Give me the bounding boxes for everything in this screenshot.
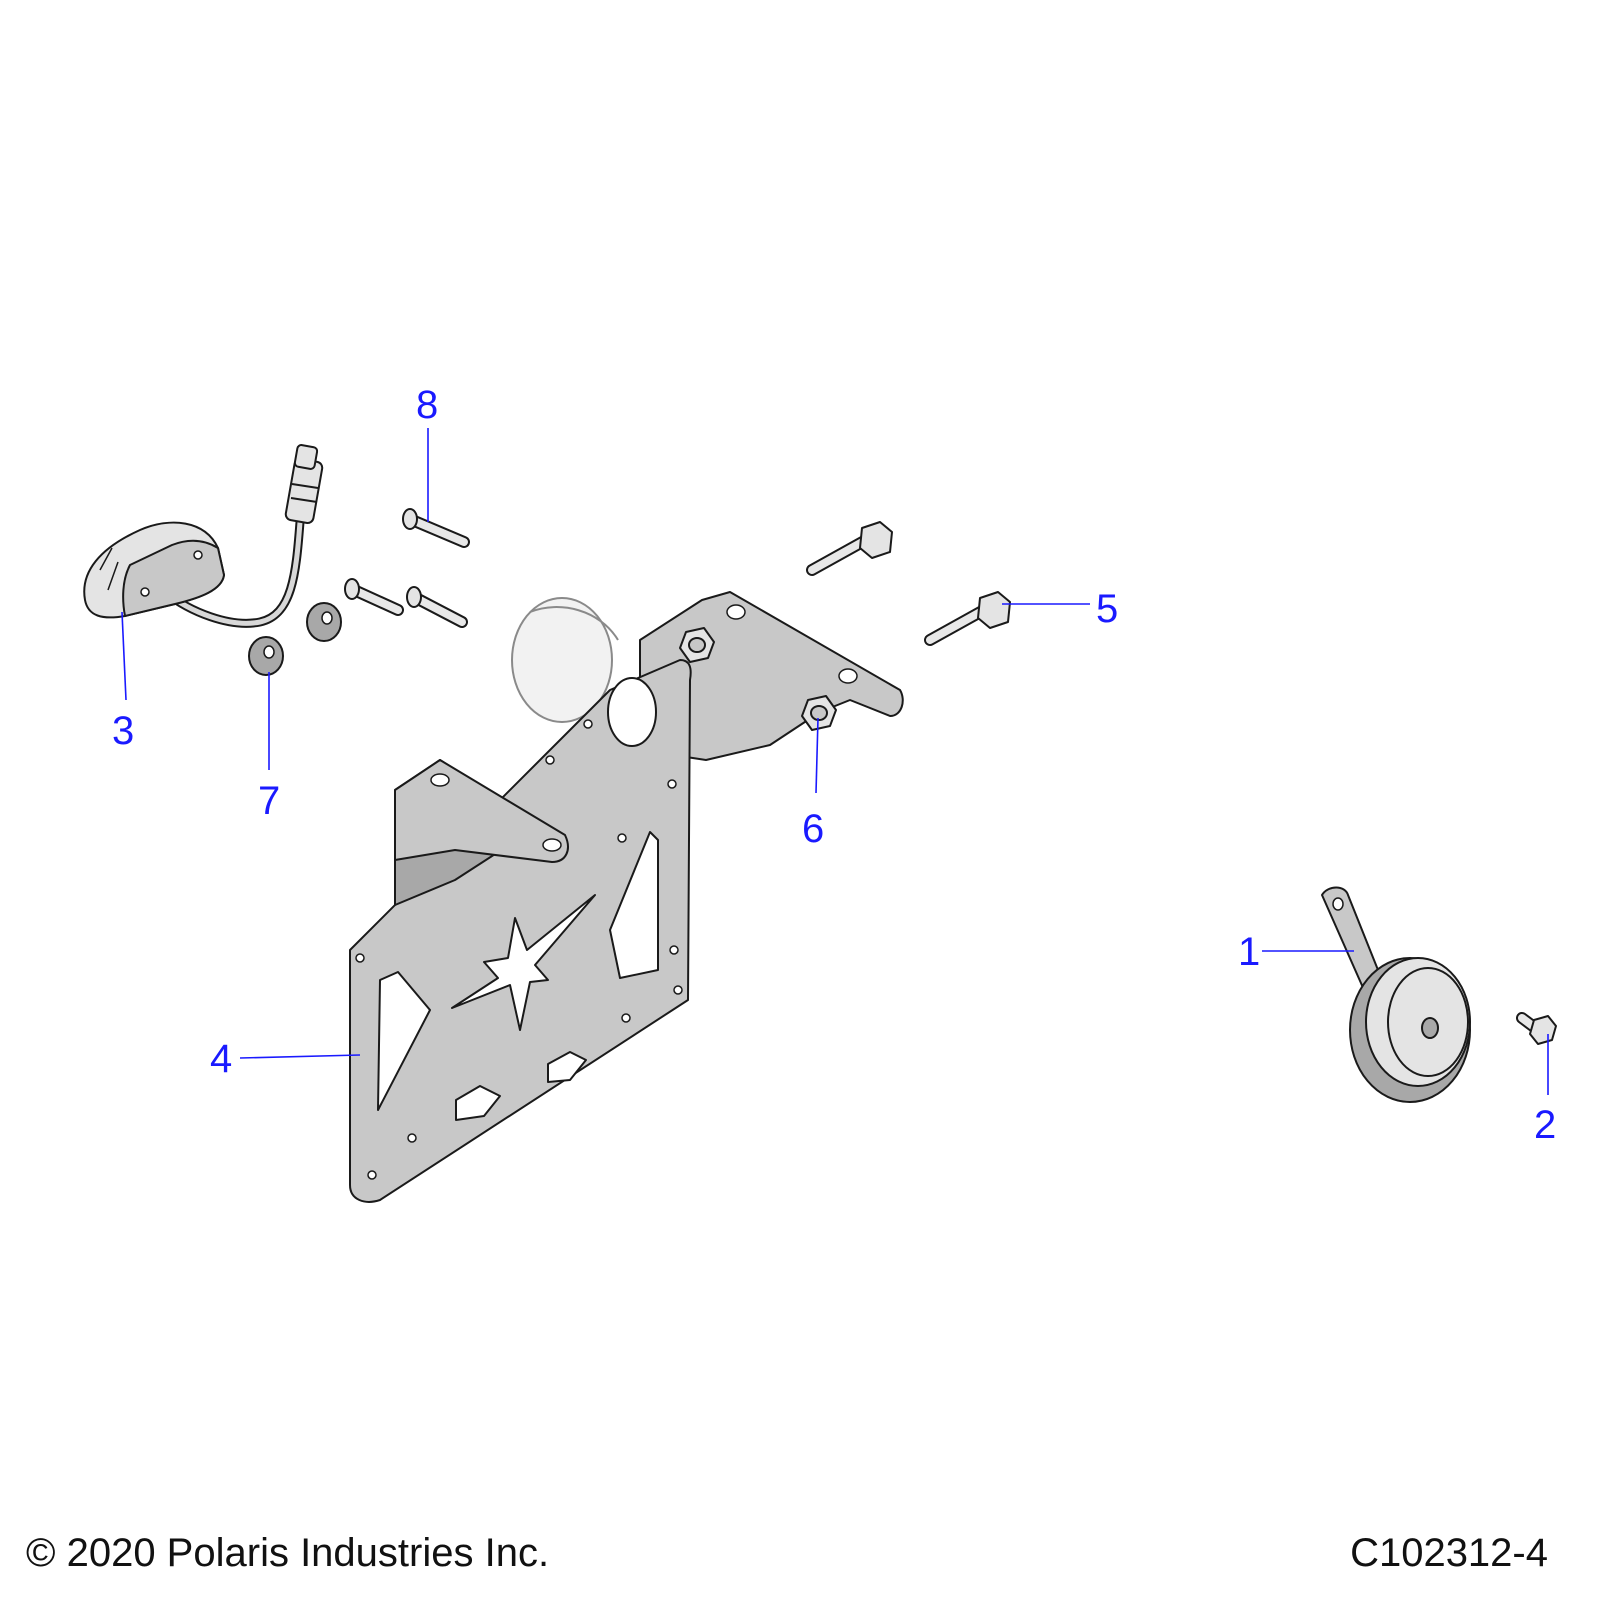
leader-6 [815,717,819,794]
horn-assembly [1321,886,1471,1103]
callout-3: 3 [112,709,134,753]
leader-lines [121,428,1549,1095]
copyright-notice: © 2020 Polaris Industries Inc. [26,1531,550,1575]
callout-1: 1 [1238,930,1260,974]
drawing-number: C102312-4 [1350,1531,1548,1575]
license-light-assembly [83,444,324,628]
rear-horn-ghost [511,597,619,723]
callout-7: 7 [258,779,280,823]
callout-4: 4 [210,1037,232,1081]
flange-nut-parts [679,627,837,731]
screw-parts [344,508,470,628]
callout-8: 8 [416,383,438,427]
leader-4 [239,1054,361,1059]
callout-5: 5 [1096,587,1118,631]
callout-labels: 1 2 3 4 5 6 7 8 [112,383,1556,1147]
leader-3 [121,611,127,701]
callout-2: 2 [1534,1103,1556,1147]
callout-6: 6 [802,807,824,851]
flange-bolt-parts [806,521,1011,646]
horn-screw-part [1516,1012,1557,1045]
spacer-parts [248,602,342,676]
license-plate-bracket [349,591,904,1203]
